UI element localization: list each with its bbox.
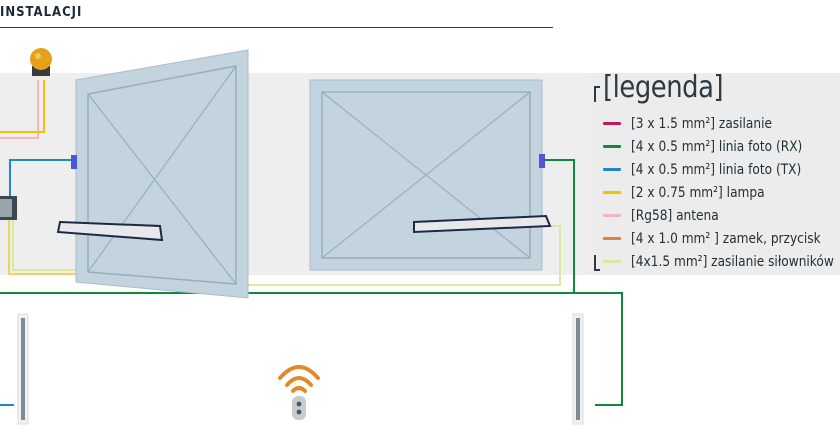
right-gate xyxy=(309,79,543,271)
legend-title: [legenda] xyxy=(603,70,724,105)
cable-motor-right xyxy=(140,225,561,286)
legend-item: [4 x 0.5 mm²] linia foto (TX) xyxy=(603,158,840,181)
legend-bracket-top xyxy=(594,86,600,102)
remote-control-icon xyxy=(278,365,320,420)
right-post xyxy=(572,313,584,425)
legend-swatch xyxy=(603,168,621,171)
legend-item: [4 x 1.0 mm² ] zamek, przycisk xyxy=(603,227,840,250)
legend-label: [Rg58] antena xyxy=(631,207,719,224)
left-post xyxy=(17,313,29,425)
cable-photo-tx-top xyxy=(9,159,76,196)
legend-label: [2 x 0.75 mm²] lampa xyxy=(631,184,765,201)
legend-swatch xyxy=(603,237,621,240)
legend-item: [3 x 1.5 mm²] zasilanie xyxy=(603,112,840,135)
legend-label: [4 x 0.5 mm²] linia foto (TX) xyxy=(631,161,802,178)
legend-swatch xyxy=(603,214,621,217)
header-divider xyxy=(0,27,553,28)
legend-swatch xyxy=(603,191,621,194)
cable-photo-rx xyxy=(0,292,623,406)
left-actuator xyxy=(56,220,164,242)
warning-lamp-icon xyxy=(30,48,52,76)
legend-label: [4x1.5 mm²] zasilanie siłowników xyxy=(631,253,834,270)
legend-item: [Rg58] antena xyxy=(603,204,840,227)
legend-bracket-bottom xyxy=(594,255,600,271)
legend-swatch xyxy=(603,260,621,263)
left-gate xyxy=(75,49,249,299)
legend-item: [2 x 0.75 mm²] lampa xyxy=(603,181,840,204)
legend-item: [4x1.5 mm²] zasilanie siłowników xyxy=(603,250,840,273)
legend-item: [4 x 0.5 mm²] linia foto (RX) xyxy=(603,135,840,158)
photocell-icon xyxy=(71,155,77,169)
legend-swatch xyxy=(603,145,621,148)
legend-label: [3 x 1.5 mm²] zasilanie xyxy=(631,115,772,132)
legend-swatch xyxy=(603,122,621,125)
right-actuator xyxy=(413,214,552,234)
legend-label: [4 x 1.0 mm² ] zamek, przycisk xyxy=(631,230,821,247)
page-title: INSTALACJI xyxy=(0,5,83,20)
cable-lamp xyxy=(0,80,45,133)
legend-list: [3 x 1.5 mm²] zasilanie [4 x 0.5 mm²] li… xyxy=(603,112,840,273)
legend-label: [4 x 0.5 mm²] linia foto (RX) xyxy=(631,138,803,155)
cable-photo-right xyxy=(542,159,575,293)
right-cables xyxy=(140,159,575,293)
legend-panel xyxy=(590,73,840,275)
cable-antenna xyxy=(0,80,39,139)
photocell-icon xyxy=(539,154,545,168)
